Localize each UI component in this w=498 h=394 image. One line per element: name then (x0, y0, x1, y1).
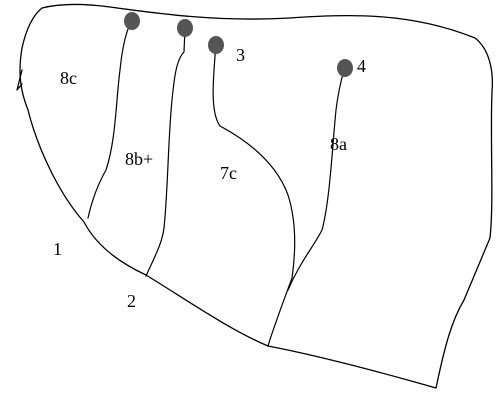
route-8a-line (287, 69, 345, 291)
marker-2: 2 (127, 291, 136, 311)
anchor-8b-plus (177, 19, 193, 37)
marker-3: 3 (236, 45, 245, 65)
grade-label-8a: 8a (330, 134, 347, 154)
outline-jag (16, 69, 23, 91)
anchor-8c (124, 12, 140, 30)
route-8c-line (87, 21, 132, 219)
grade-label-8b-plus: 8b+ (125, 149, 153, 169)
marker-1: 1 (53, 239, 62, 259)
grade-label-8c: 8c (60, 68, 77, 88)
marker-4: 4 (357, 56, 366, 76)
boulder-outline (19, 3, 494, 389)
route-8b-plus-line (145, 27, 186, 277)
grade-label-7c: 7c (220, 163, 237, 183)
route-7c-line (212, 43, 296, 347)
anchor-3 (208, 36, 224, 54)
anchor-4 (337, 59, 353, 77)
